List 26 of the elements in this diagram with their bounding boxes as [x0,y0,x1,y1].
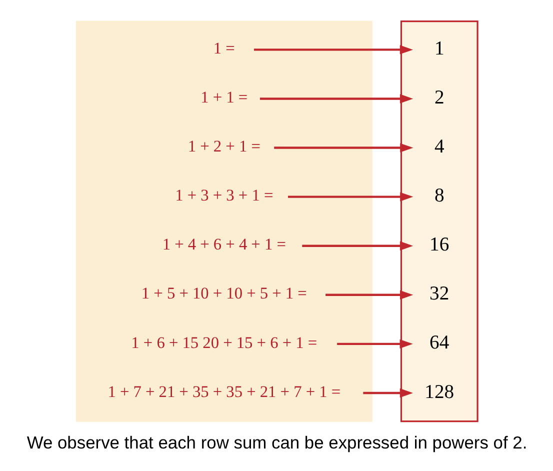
arrow [259,94,413,104]
node-text: 64 [429,332,449,354]
node-text: 32 [429,284,449,305]
node-text: 16 [429,234,449,256]
arrow [288,192,413,202]
node-text: 1 + 1 = [200,88,248,107]
node-text: 1 + 6 + 15 20 + 15 + 6 + 1 = [130,332,317,352]
arrow [362,388,412,398]
cluster [75,20,372,422]
node-text: 2 [434,88,444,109]
arrow [274,143,413,152]
arrow [336,339,412,349]
node-text: 1 [434,38,444,60]
node-text: 1 + 4 + 6 + 4 + 1 = [162,234,286,254]
node-text: 128 [424,382,454,403]
node-text: 1 + 3 + 3 + 1 = [174,186,273,205]
node-text: 4 [434,136,444,158]
arrow [325,290,413,300]
node-text: 1 + 7 + 21 + 35 + 35 + 21 + 7 + 1 = [107,382,340,401]
node-text: 1 + 5 + 10 + 10 + 5 + 1 = [140,284,306,303]
arrow [302,241,413,250]
node-text: 1 = [212,38,234,58]
node-text: 8 [434,186,444,207]
caption: We observe that each row sum can be expressed in powers of 2. [26,432,527,452]
node-text: 1 + 2 + 1 = [187,136,260,156]
arrow [253,45,412,54]
